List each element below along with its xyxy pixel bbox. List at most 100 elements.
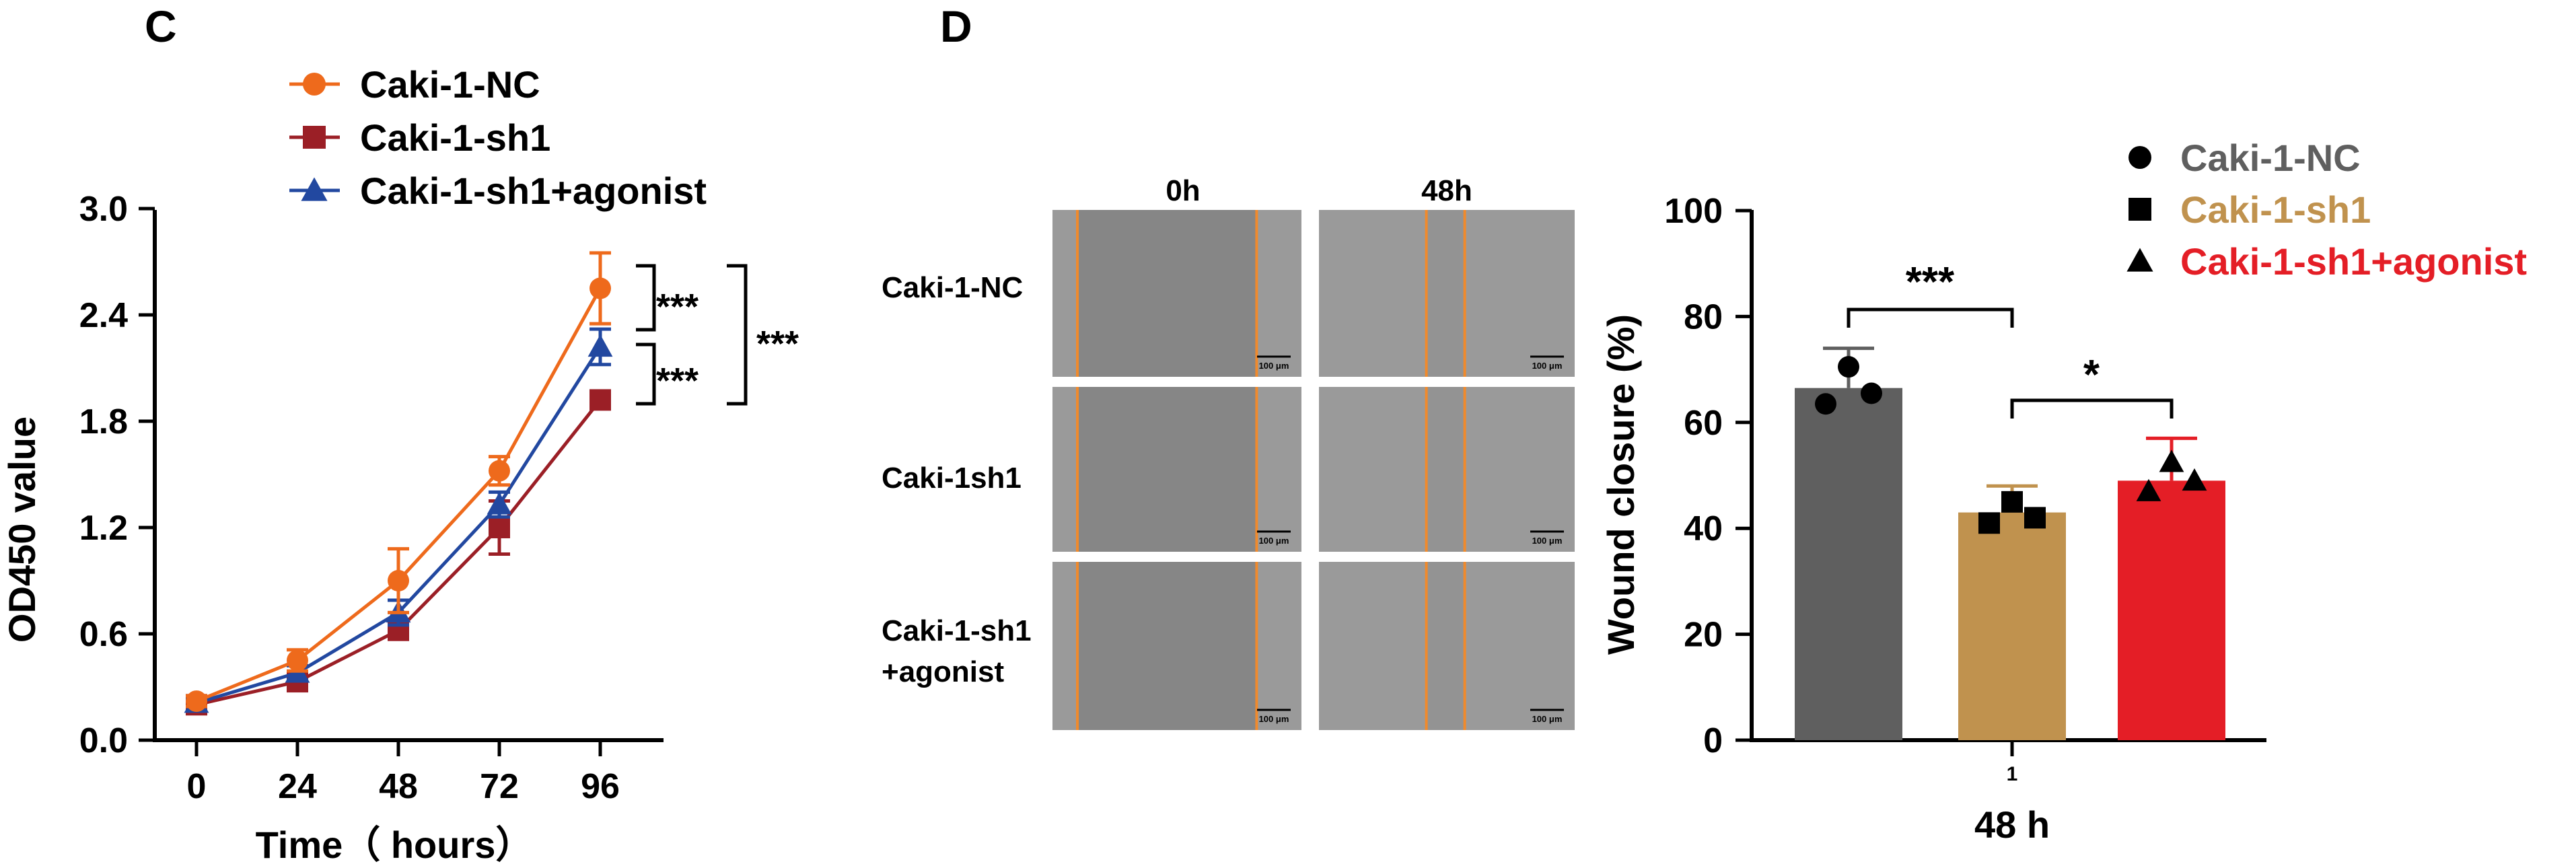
- data-point: [388, 570, 409, 591]
- data-point: [1978, 512, 2000, 534]
- micrograph-0h-row2: 100 μm: [1052, 387, 1301, 552]
- series-caki-1-sh1-agonist: [184, 327, 613, 713]
- sig-nc-vs-sh1-bar: ***: [1906, 259, 1955, 305]
- data-point: [489, 460, 510, 482]
- x-tick-label: 96: [581, 767, 620, 806]
- bar-caki-1-sh1: [1958, 484, 2066, 740]
- bar: [2118, 480, 2225, 740]
- legend-label: Caki-1-sh1+agonist: [360, 170, 707, 212]
- micrograph-48h-row2: 100 μm: [1319, 387, 1575, 552]
- line-chart-axes: [153, 210, 664, 742]
- data-point: [2136, 478, 2161, 501]
- bar-caki-1-nc: [1795, 347, 1902, 740]
- y-tick-label: 0: [1703, 721, 1723, 760]
- sig-agonist-vs-sh1: ***: [656, 361, 699, 401]
- y-tick-label: 0.6: [79, 615, 128, 654]
- y-tick-label: 60: [1684, 404, 1723, 443]
- cell-region: [1464, 387, 1575, 552]
- y-tick-label: 2.4: [79, 296, 128, 335]
- cell-region: [1052, 210, 1077, 377]
- sig-nc-vs-sh1: ***: [756, 324, 799, 364]
- legend-marker: [303, 126, 326, 149]
- data-point: [589, 389, 611, 411]
- bar-chart-x-axis-label: 48 h: [1974, 803, 2050, 846]
- cell-region: [1052, 562, 1077, 730]
- bar: [1795, 388, 1902, 740]
- data-point: [1838, 356, 1859, 378]
- sig-nc-vs-agonist: ***: [656, 287, 699, 327]
- cell-region: [1052, 387, 1077, 552]
- legend-marker: [2128, 198, 2151, 221]
- x-tick-label: 48: [379, 767, 418, 806]
- legend-marker: [2128, 146, 2151, 169]
- line-chart-y-axis-label: OD450 value: [1, 417, 43, 643]
- legend-marker: [2126, 248, 2153, 272]
- legend-label: Caki-1-NC: [2180, 137, 2361, 179]
- data-point: [589, 277, 611, 299]
- scale-bar-label: 100 μm: [1532, 536, 1563, 546]
- data-point: [2159, 449, 2184, 472]
- line-chart-plot: [184, 251, 613, 716]
- row-label-sh1: Caki-1sh1: [882, 462, 1022, 495]
- cell-region: [1256, 387, 1301, 552]
- cell-region: [1319, 210, 1427, 377]
- cell-region: [1464, 562, 1575, 730]
- y-tick-label: 0.0: [79, 721, 128, 760]
- x-tick-label: 1: [2007, 763, 2018, 785]
- data-point: [287, 649, 308, 672]
- cell-region: [1464, 210, 1575, 377]
- sig-sh1-vs-agonist-bar: *: [2083, 352, 2100, 398]
- data-point: [186, 690, 207, 713]
- series-caki-1-sh1: [186, 389, 611, 716]
- legend-marker: [303, 73, 326, 96]
- data-point: [587, 334, 613, 357]
- wound-gap: [1077, 387, 1257, 552]
- y-tick-label: 3.0: [79, 190, 128, 229]
- legend-label: Caki-1-NC: [360, 63, 540, 106]
- wound-gap: [1077, 562, 1257, 730]
- legend-label: Caki-1-sh1: [2180, 188, 2371, 231]
- row-label-agonist-line2: +agonist: [882, 655, 1004, 688]
- row-label-agonist-line1: Caki-1-sh1: [882, 614, 1032, 647]
- line-chart-significance: *** *** ***: [636, 264, 799, 406]
- col-header-0h: 0h: [1166, 174, 1200, 207]
- legend-marker: [301, 177, 328, 201]
- line-chart-x-axis-label: Time（ hours）: [256, 824, 534, 866]
- y-tick-label: 100: [1664, 192, 1723, 231]
- cell-region: [1256, 562, 1301, 730]
- legend-label: Caki-1-sh1: [360, 116, 550, 159]
- bar-caki-1-sh1-agonist: [2118, 436, 2225, 740]
- panel-d-letter: D: [940, 1, 972, 51]
- micrograph-48h-row3: 100 μm: [1319, 562, 1575, 730]
- cell-region: [1319, 387, 1427, 552]
- panel-c-letter: C: [145, 1, 177, 51]
- bar-chart-y-axis-label: Wound closure (%): [1600, 314, 1642, 655]
- data-point: [489, 517, 510, 538]
- cell-region: [1256, 210, 1301, 377]
- micrograph-48h-row1: 100 μm: [1319, 210, 1575, 377]
- scale-bar-label: 100 μm: [1259, 536, 1289, 546]
- bar: [1958, 512, 2066, 740]
- scale-bar-label: 100 μm: [1259, 361, 1289, 371]
- scale-bar-label: 100 μm: [1532, 714, 1563, 724]
- cell-region: [1319, 562, 1427, 730]
- data-point: [2182, 468, 2207, 491]
- y-tick-label: 1.2: [79, 509, 128, 548]
- wound-gap: [1426, 210, 1465, 377]
- legend-label: Caki-1-sh1+agonist: [2180, 240, 2527, 283]
- wound-gap: [1426, 387, 1465, 552]
- data-point: [487, 492, 512, 515]
- col-header-48h: 48h: [1421, 174, 1472, 207]
- scale-bar-label: 100 μm: [1532, 361, 1563, 371]
- wound-gap: [1426, 562, 1465, 730]
- row-label-nc: Caki-1-NC: [882, 271, 1023, 304]
- x-tick-label: 72: [480, 767, 519, 806]
- bar-chart-significance: *** *: [1847, 259, 2174, 419]
- micrograph-0h-row3: 100 μm: [1052, 562, 1301, 730]
- wound-gap: [1077, 210, 1257, 377]
- data-point: [1861, 382, 1882, 404]
